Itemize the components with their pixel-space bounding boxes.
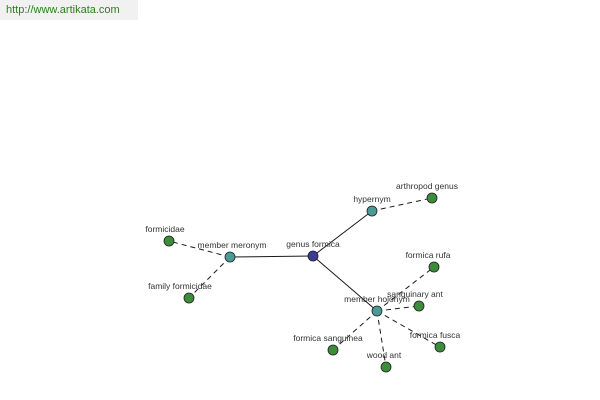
edge-member-holonym-to-wood-ant xyxy=(376,310,387,368)
node-label-formica-rufa: formica rufa xyxy=(406,250,451,260)
edges-layer xyxy=(168,197,441,368)
node-label-wood-ant: wood ant xyxy=(366,350,402,360)
node-arthropod-genus[interactable] xyxy=(426,192,438,204)
node-formica-fusca[interactable] xyxy=(434,341,446,353)
edge-member-holonym-to-formica-sanguinea xyxy=(332,310,378,351)
node-genus-formica[interactable] xyxy=(307,250,319,262)
node-formica-sanguinea[interactable] xyxy=(327,344,339,356)
nodes-layer xyxy=(163,192,446,373)
edge-genus-formica-to-hypernym xyxy=(312,210,373,257)
node-wood-ant[interactable] xyxy=(380,361,392,373)
node-label-member-holonym: member holonym xyxy=(344,294,410,304)
edge-genus-formica-to-member-meronym xyxy=(229,255,314,258)
node-member-meronym[interactable] xyxy=(224,251,236,263)
node-family-formicidae[interactable] xyxy=(183,292,195,304)
node-label-formicidae: formicidae xyxy=(145,224,184,234)
node-label-member-meronym: member meronym xyxy=(198,240,267,250)
node-member-holonym[interactable] xyxy=(371,305,383,317)
node-formicidae[interactable] xyxy=(163,235,175,247)
node-label-sanguinary-ant: sanguinary ant xyxy=(387,289,443,299)
edge-member-holonym-to-formica-fusca xyxy=(376,310,441,348)
edge-member-holonym-to-formica-rufa xyxy=(376,266,435,312)
edge-member-meronym-to-family-formicidae xyxy=(188,256,231,299)
edge-member-holonym-to-sanguinary-ant xyxy=(376,305,420,312)
edge-member-meronym-to-formicidae xyxy=(168,240,231,258)
node-label-family-formicidae: family formicidae xyxy=(148,281,212,291)
node-label-genus-formica: genus formica xyxy=(286,239,340,249)
watermark-link[interactable]: http://www.artikata.com xyxy=(6,4,120,16)
node-label-formica-sanguinea: formica sanguinea xyxy=(293,333,363,343)
node-hypernym[interactable] xyxy=(366,205,378,217)
node-label-formica-fusca: formica fusca xyxy=(410,330,461,340)
labels-layer: genus formica hypernym member meronym membe… xyxy=(145,181,460,360)
edge-genus-formica-to-member-holonym xyxy=(312,255,378,312)
watermark-bar: http://www.artikata.com xyxy=(0,0,138,20)
node-label-arthropod-genus: arthropod genus xyxy=(396,181,458,191)
node-sanguinary-ant[interactable] xyxy=(413,300,425,312)
edge-hypernym-to-arthropod-genus xyxy=(371,197,433,212)
node-formica-rufa[interactable] xyxy=(428,261,440,273)
node-label-hypernym: hypernym xyxy=(353,194,390,204)
